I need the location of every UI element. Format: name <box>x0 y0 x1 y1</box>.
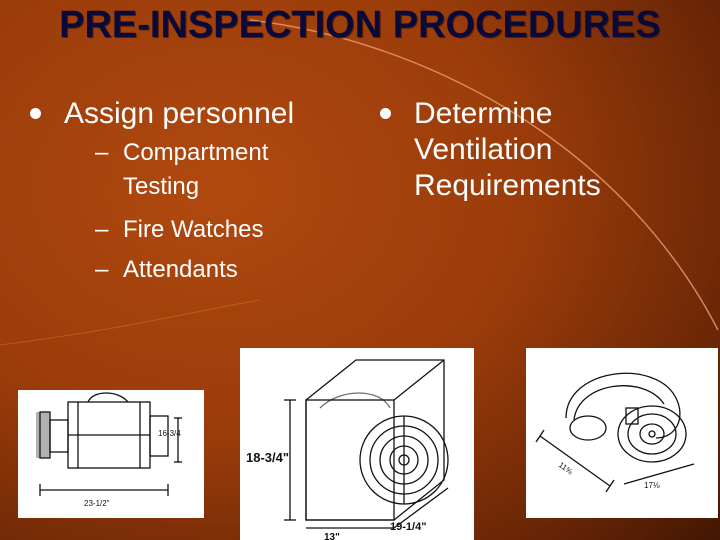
bullet-line: Requirements <box>414 169 601 202</box>
bullet-dot-icon <box>380 108 391 119</box>
dimension-label: 17⅛ <box>644 481 660 490</box>
venturi-blower-figure: 11⅝ 17⅛ <box>526 348 718 518</box>
dimension-label: 13" <box>324 532 340 540</box>
bullet-line: Ventilation <box>414 133 553 166</box>
dash-icon: – <box>95 216 109 243</box>
sub-item-text: Fire Watches <box>123 216 264 243</box>
slide-title: PRE-INSPECTION PROCEDURES <box>59 4 661 46</box>
dimension-label: 11⅝ <box>557 460 575 476</box>
box-fan-drawing: 18-3/4" 13" 19-1/4" <box>246 359 449 540</box>
sub-list: – Compartment Testing – Fire Watches – A… <box>95 136 350 290</box>
sub-item-text: Compartment Testing <box>123 139 269 200</box>
dash-icon: – <box>95 256 109 283</box>
bullet-line: Determine <box>414 97 553 130</box>
dash-icon: – <box>95 139 109 166</box>
sub-item-compartment: – Compartment Testing <box>95 136 350 204</box>
bullet-ventilation: Determine Ventilation Requirements <box>380 96 700 204</box>
dimension-label: 16-3/4 <box>158 429 181 438</box>
bullet-dot-icon <box>30 108 41 119</box>
left-column: Assign personnel – Compartment Testing –… <box>30 96 350 290</box>
venturi-blower-drawing: 11⅝ 17⅛ <box>535 372 695 493</box>
right-column: Determine Ventilation Requirements <box>380 96 700 204</box>
axial-blower-drawing: 16-3/4 23-1/2" <box>36 392 182 508</box>
dimension-label: 19-1/4" <box>390 521 426 533</box>
sub-item-fire-watches: – Fire Watches <box>95 210 350 250</box>
sub-item-text: Attendants <box>123 256 238 283</box>
sub-item-attendants: – Attendants <box>95 250 350 290</box>
bullet-assign-personnel: Assign personnel <box>30 96 350 132</box>
box-fan-figure: 18-3/4" 13" 19-1/4" <box>240 348 474 540</box>
bullet-text: Assign personnel <box>64 97 295 130</box>
dimension-label: 18-3/4" <box>246 450 289 465</box>
dimension-label: 23-1/2" <box>84 499 110 508</box>
axial-blower-figure: 16-3/4 23-1/2" <box>18 390 204 518</box>
